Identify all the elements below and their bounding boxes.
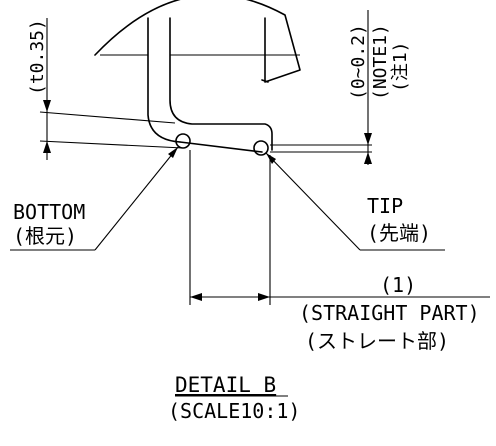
thickness-dimension: (t0.35) xyxy=(27,18,184,160)
bottom-en-label: BOTTOM xyxy=(13,200,85,224)
bottom-point-marker xyxy=(175,133,191,149)
tip-leader: TIP (先端) xyxy=(265,152,445,251)
tip-en-label: TIP xyxy=(367,194,403,218)
note-jp-label: (注1) xyxy=(390,41,411,92)
straight-part-dimension: (1) (STRAIGHT PART) (ストレート部) xyxy=(189,150,490,353)
tip-jp-label: (先端) xyxy=(367,221,431,245)
straight-jp-label: (ストレート部) xyxy=(305,329,449,353)
housing-outline xyxy=(94,0,301,83)
note-en-label: (NOTE1) xyxy=(370,24,391,100)
straight-en-label: (STRAIGHT PART) xyxy=(299,301,480,325)
detail-title: DETAIL B xyxy=(175,373,276,397)
thickness-label: (t0.35) xyxy=(27,19,48,95)
note-range-label: (0~0.2) xyxy=(348,24,369,100)
detail-scale: (SCALE10:1) xyxy=(168,399,300,423)
bottom-leader: BOTTOM (根元) xyxy=(10,146,179,251)
tip-point-marker xyxy=(253,140,269,156)
straight-dim-label: (1) xyxy=(380,273,416,297)
bent-lead xyxy=(147,17,273,153)
note-dimension: (0~0.2) (NOTE1) (注1) xyxy=(270,10,411,165)
bottom-jp-label: (根元) xyxy=(13,224,77,248)
detail-title-block: DETAIL B (SCALE10:1) xyxy=(168,373,300,423)
